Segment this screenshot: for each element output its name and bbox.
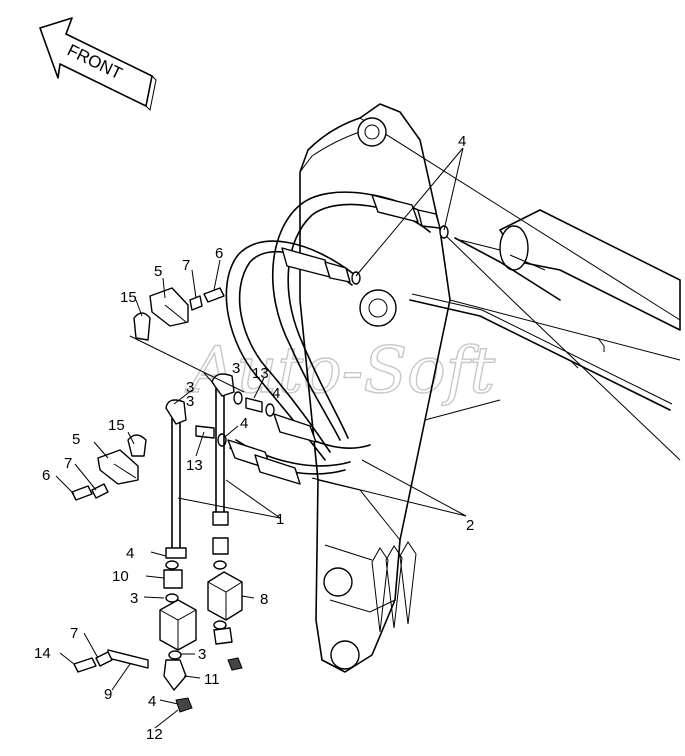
callout-7-lower: 7	[64, 455, 72, 472]
callout-8: 8	[260, 591, 268, 608]
callout-15-lower: 15	[108, 417, 125, 434]
callout-1: 1	[276, 511, 284, 528]
callout-4-d: 4	[148, 693, 156, 710]
callout-labels: 4 1 2 5 7 6 15 3 13 3 4 3 4 15 5 13 7 6 …	[34, 133, 474, 743]
callout-4-top: 4	[458, 133, 466, 150]
callout-14: 14	[34, 645, 51, 662]
callout-6-lower: 6	[42, 467, 50, 484]
callout-5-upper: 5	[154, 263, 162, 280]
callout-7-upper: 7	[182, 257, 190, 274]
callout-11: 11	[204, 671, 220, 688]
callout-4-b: 4	[240, 415, 248, 432]
callout-4-c: 4	[126, 545, 134, 562]
front-direction-arrow: FRONT	[39, 17, 157, 112]
boom-structure	[299, 103, 681, 673]
callout-2: 2	[466, 517, 474, 534]
valve-blocks	[73, 569, 243, 713]
callout-3-e: 3	[198, 646, 206, 663]
front-label: FRONT	[64, 41, 125, 84]
callout-9: 9	[104, 686, 112, 703]
callout-3-b: 3	[186, 379, 194, 396]
o-rings	[165, 225, 449, 660]
callout-4-a: 4	[272, 385, 280, 402]
clamps-brackets	[71, 287, 245, 501]
callout-5-lower: 5	[72, 431, 80, 448]
steel-pipes	[165, 373, 263, 559]
leader-lines	[55, 147, 467, 729]
callout-10: 10	[112, 568, 129, 585]
callout-7-bottom: 7	[70, 625, 78, 642]
callout-6-upper: 6	[215, 245, 223, 262]
callout-3-c: 3	[186, 393, 194, 410]
callout-3-a: 3	[232, 360, 240, 377]
callout-12: 12	[146, 726, 163, 743]
callout-13-b: 13	[186, 457, 203, 474]
hose-ferrules	[227, 194, 441, 485]
callout-13-a: 13	[252, 365, 269, 382]
callout-15-upper: 15	[120, 289, 137, 306]
callout-3-d: 3	[130, 590, 138, 607]
